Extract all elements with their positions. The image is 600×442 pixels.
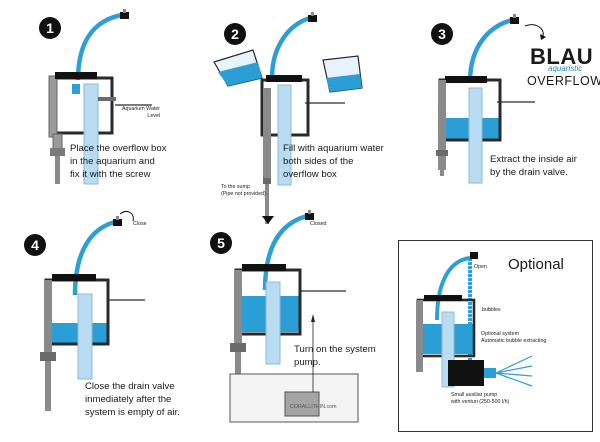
brand-product: OVERFLOW [527, 74, 600, 88]
step-3-drawing [436, 14, 546, 184]
step-3-number: 3 [431, 23, 453, 45]
bubbles-label: bubbles [482, 307, 501, 313]
step-2-text: Fill with aquarium water both sides of t… [283, 143, 384, 180]
optional-panel [398, 240, 593, 432]
optional-title: Optional [508, 256, 564, 273]
brand-tagline: aquaristic [548, 64, 583, 73]
step-4-text: Close the drain valve inmediately after … [85, 381, 180, 418]
step-3-text: Extract the inside air by the drain valv… [490, 154, 577, 178]
water-level-label: Aquarium Water Level [122, 106, 161, 119]
optional-system-label: Optional system Automatic bubble extract… [481, 331, 547, 344]
step-2-drawing [213, 12, 363, 224]
pump-brand-label: CORALLITHIN.com [290, 404, 337, 410]
step-1-number: 1 [39, 17, 61, 39]
brand-logo: BLAU [530, 44, 594, 69]
closed-label: Closed [310, 221, 327, 227]
sump-label: To the sump (Pipe not provided) [221, 184, 266, 197]
step-5-text: Turn on the system pump. [294, 344, 376, 368]
close-label: Close [133, 221, 147, 227]
step-5-number: 5 [210, 232, 232, 254]
step-1-text: Place the overflow box in the aquarium a… [70, 143, 167, 180]
step-5-drawing [229, 210, 359, 423]
step-2-number: 2 [224, 23, 246, 45]
step-4-number: 4 [24, 234, 46, 256]
step-4-drawing [40, 211, 145, 411]
optional-drawing [416, 252, 533, 388]
step-1-drawing [48, 9, 152, 185]
aux-pump-label: Small auxiliar pump with venturi (250-50… [451, 392, 510, 405]
open-label: Open [474, 264, 487, 270]
